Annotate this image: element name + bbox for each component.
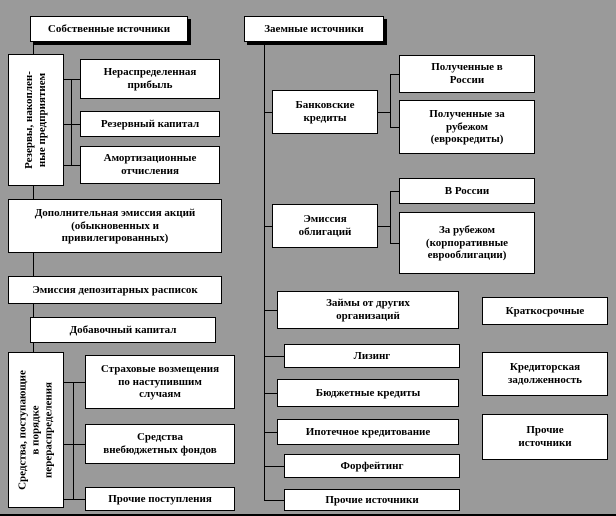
connector-line (73, 382, 74, 499)
node-other-sources: Прочие источники (284, 489, 460, 511)
node-additional-share-issue: Дополнительная эмиссия акций (обыкновенн… (8, 199, 222, 253)
connector-line (390, 243, 399, 244)
connector-line (390, 74, 399, 75)
connector-line (378, 226, 390, 227)
connector-line (71, 79, 72, 165)
node-retained-profit: Нераспределенная прибыль (80, 59, 220, 99)
node-forfaiting: Форфейтинг (284, 454, 460, 478)
node-reserves-group-label: Резервы, накоплен- ные предприятием (23, 71, 48, 169)
connector-line (264, 466, 284, 467)
connector-line (264, 393, 277, 394)
node-received-abroad: Полученные за рубежом (еврокредиты) (399, 100, 535, 154)
connector-line (390, 74, 391, 127)
node-loans-from-orgs: Займы от других организаций (277, 291, 459, 329)
node-accounts-payable: Кредиторская задолженность (482, 352, 608, 396)
connector-line (264, 226, 272, 227)
node-received-in-russia: Полученные в России (399, 55, 535, 93)
connector-line (390, 127, 399, 128)
connector-line (390, 191, 399, 192)
connector-line (64, 499, 85, 500)
node-reserve-capital: Резервный капитал (80, 111, 220, 137)
connector-line (64, 444, 85, 445)
connector-line (64, 165, 80, 166)
node-reserves-group: Резервы, накоплен- ные предприятием (8, 54, 64, 186)
node-in-russia: В России (399, 178, 535, 204)
connector-line (378, 112, 390, 113)
node-bank-credits: Банковские кредиты (272, 90, 378, 134)
connector-line (64, 382, 85, 383)
node-redistribution-group: Средства, поступающие в порядке перерасп… (8, 352, 64, 508)
node-other-receipts: Прочие поступления (85, 487, 235, 511)
connector-line (264, 500, 284, 501)
node-leasing: Лизинг (284, 344, 460, 368)
connector-line (64, 79, 80, 80)
node-depreciation: Амортизационные отчисления (80, 146, 220, 184)
connector-line (33, 42, 34, 352)
node-redistribution-group-label: Средства, поступающие в порядке перерасп… (16, 370, 55, 490)
node-mortgage: Ипотечное кредитование (277, 419, 459, 445)
connector-line (264, 356, 284, 357)
connector-line (264, 310, 277, 311)
connector-line (264, 42, 265, 500)
node-insurance-compensation: Страховые возмещения по наступившим случ… (85, 355, 235, 409)
node-bond-issue: Эмиссия облигаций (272, 204, 378, 248)
connector-line (64, 124, 80, 125)
node-abroad-eurobonds: За рубежом (корпоративные еврооблигации) (399, 212, 535, 274)
node-additional-capital: Добавочный капитал (30, 317, 216, 343)
node-other-sources-right: Прочие источники (482, 414, 608, 460)
node-borrowed-sources: Заемные источники (244, 16, 384, 42)
connector-line (264, 432, 277, 433)
node-extrabudgetary-funds: Средства внебюджетных фондов (85, 424, 235, 464)
connector-line (390, 191, 391, 243)
node-budget-credits: Бюджетные кредиты (277, 379, 459, 407)
node-own-sources: Собственные источники (30, 16, 188, 42)
node-depositary-receipts: Эмиссия депозитарных расписок (8, 276, 222, 304)
connector-line (264, 112, 272, 113)
node-short-term: Краткосрочные (482, 297, 608, 325)
